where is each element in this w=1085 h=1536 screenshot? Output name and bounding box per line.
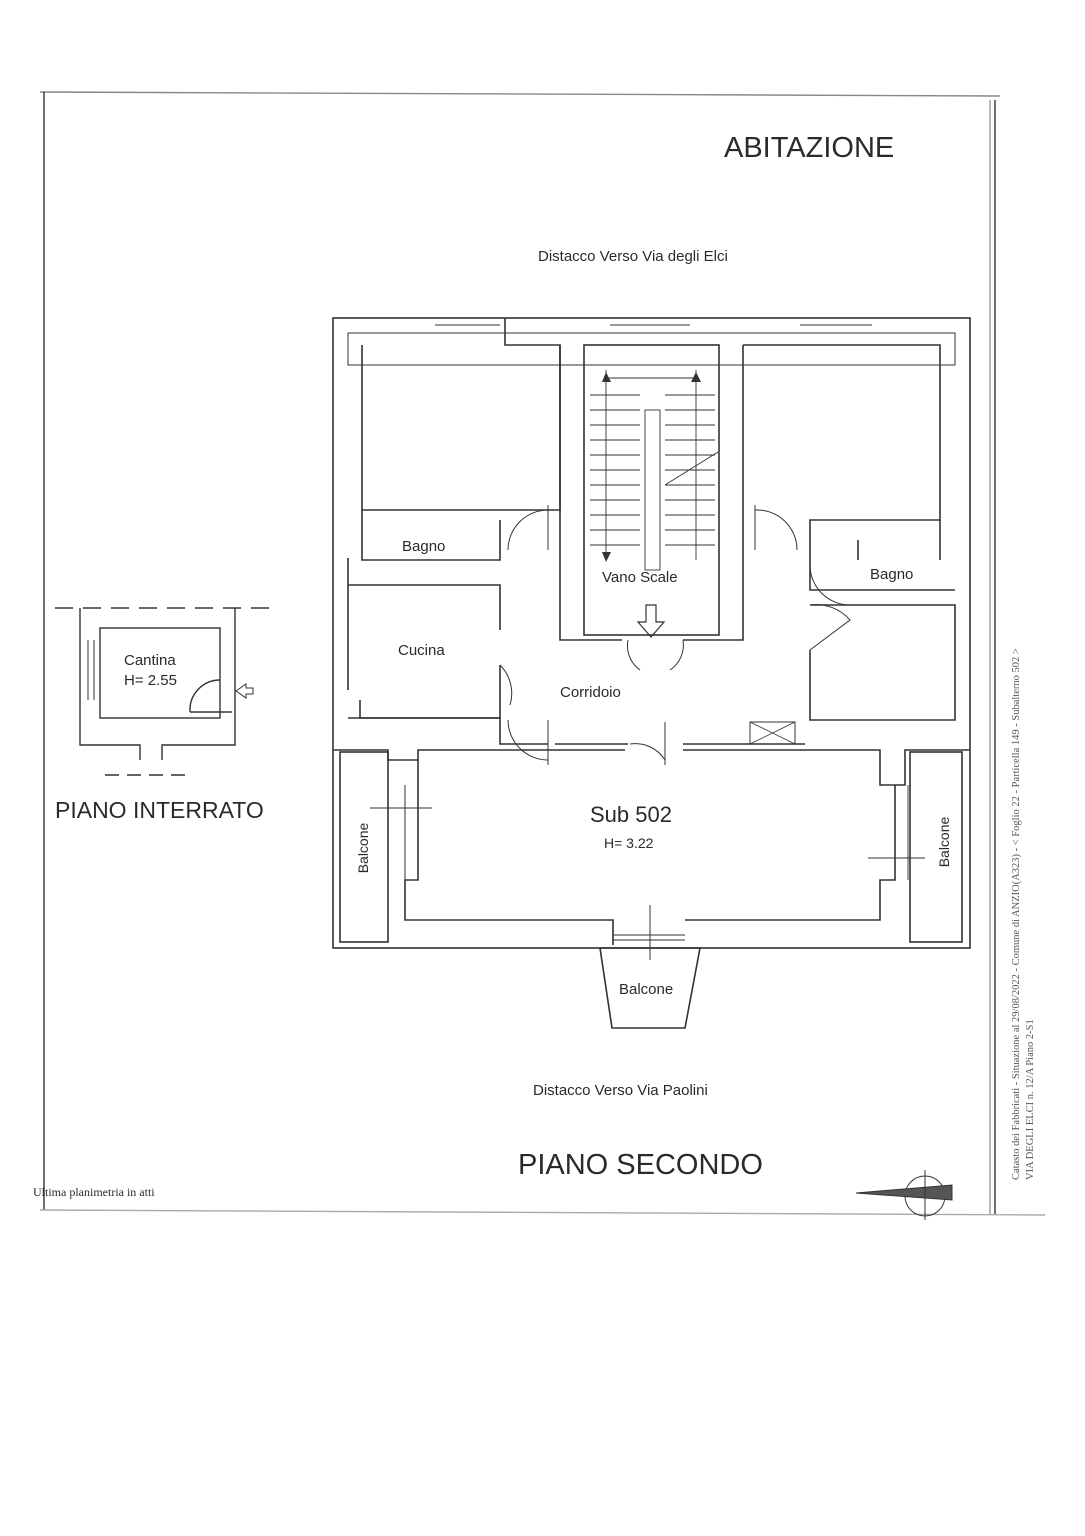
arrow-icon-stairs [602, 372, 701, 562]
bottom-orientation-label: Distacco Verso Via Paolini [533, 1082, 708, 1099]
window-marks [370, 785, 925, 880]
stairs [590, 370, 719, 571]
room-label-cucina: Cucina [398, 642, 445, 659]
basement-floor-title: PIANO INTERRATO [55, 797, 264, 823]
page-title: ABITAZIONE [724, 132, 895, 164]
cantina-walls [55, 607, 270, 776]
room-label-balcone-right: Balcone [936, 816, 952, 868]
door-swings [499, 505, 851, 765]
unit-label: Sub 502 [590, 802, 672, 827]
room-label-balcone-left: Balcone [355, 822, 371, 874]
down-arrow-icon [636, 604, 666, 638]
footer-note: Ultima planimetria in atti [33, 1185, 155, 1199]
room-label-vano-scale: Vano Scale [602, 569, 678, 586]
floor-title: PIANO SECONDO [518, 1149, 763, 1181]
room-label-cantina: Cantina [124, 652, 176, 669]
left-arrow-icon [235, 683, 254, 699]
room-label-corridoio: Corridoio [560, 684, 621, 701]
unit-height: H= 3.22 [604, 835, 654, 851]
top-orientation-label: Distacco Verso Via degli Elci [538, 248, 728, 265]
cadastral-side-note: Catasto dei Fabbricati - Situazione al 2… [1010, 648, 1038, 1180]
main-plan-walls [332, 317, 971, 1029]
side-note-line-1: Catasto dei Fabbricati - Situazione al 2… [1011, 648, 1022, 1180]
compass-icon [855, 1170, 953, 1220]
room-label-balcone-bottom: Balcone [619, 981, 674, 998]
frame-top [39, 91, 1001, 97]
room-label-bagno-left: Bagno [402, 538, 446, 555]
room-label-bagno-right: Bagno [870, 566, 914, 583]
frame-bottom [39, 1209, 1046, 1216]
side-note-line-2: VIA DEGLI ELCI n. 12/A Piano 2-S1 [1025, 1019, 1036, 1180]
cantina-height: H= 2.55 [124, 672, 177, 689]
